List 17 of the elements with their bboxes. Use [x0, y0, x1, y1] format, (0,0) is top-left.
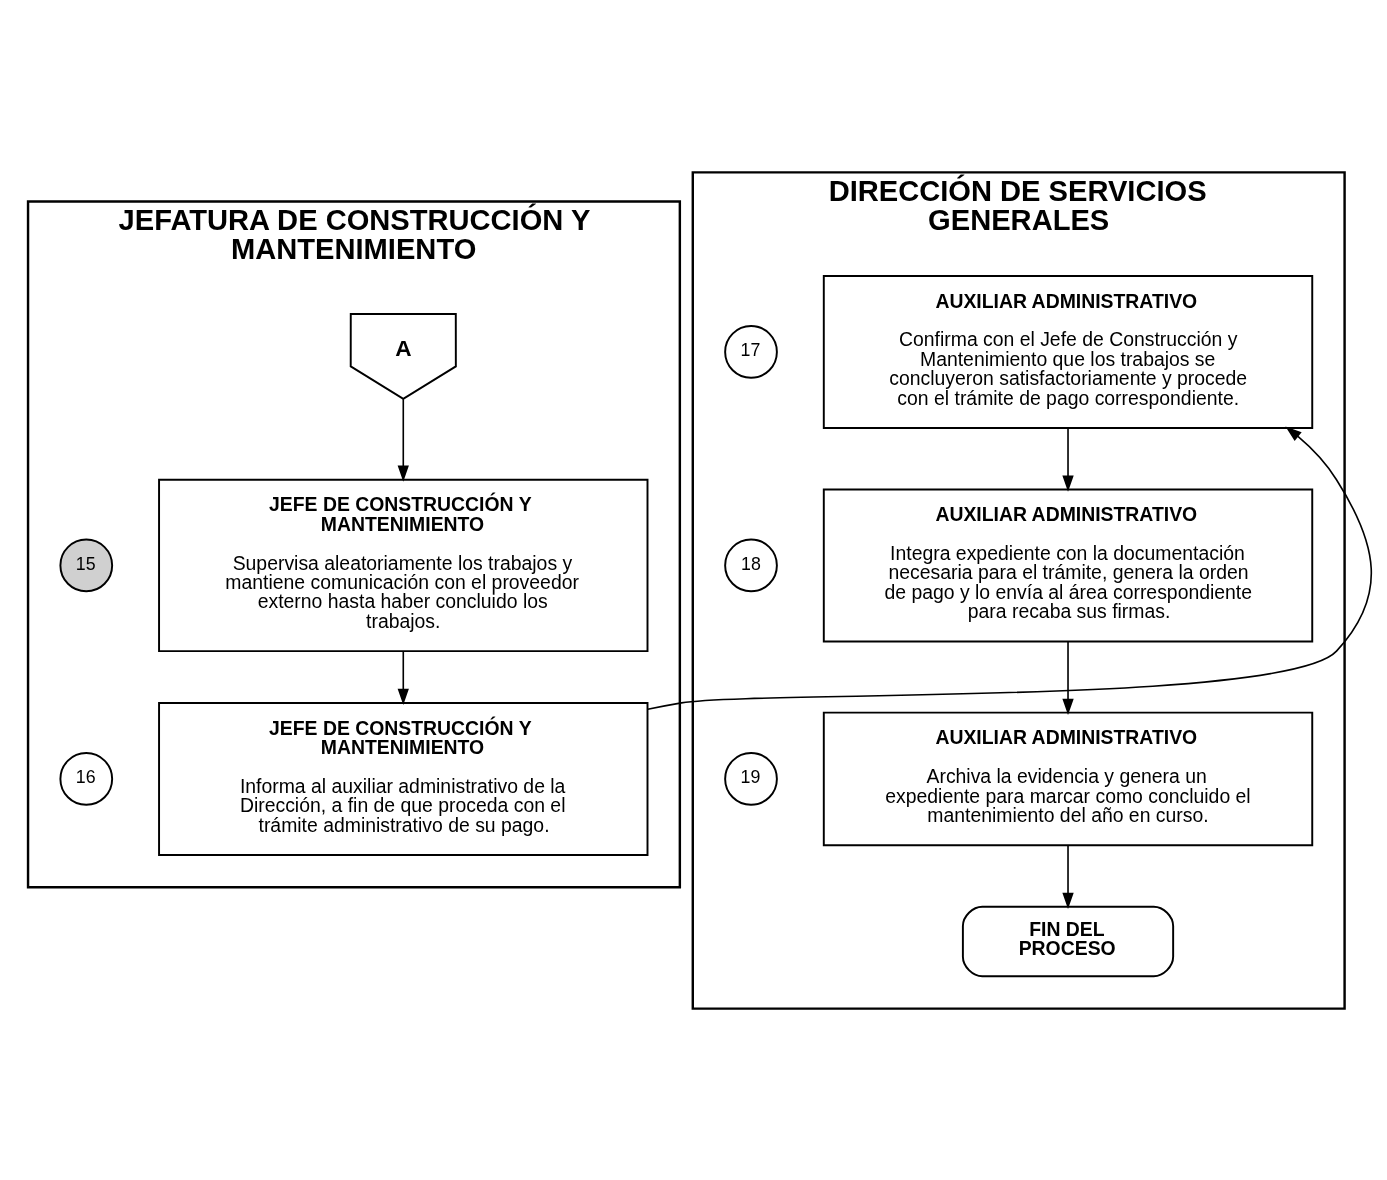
node-circle: 16	[59, 751, 114, 806]
arrow	[1062, 426, 1074, 492]
arrow	[1062, 640, 1074, 715]
arrow	[1062, 844, 1074, 909]
node-circle: 15	[59, 538, 114, 592]
arrow	[397, 397, 409, 482]
node-box: AUXILIAR ADMINISTRATIVO Integra expediente con la documentación necesaria para el trámite, genera la orden de pago y lo envía al área correspondiente para recaba sus firmas.	[822, 487, 1314, 642]
node-circle: 17	[724, 324, 778, 379]
arrow	[397, 650, 409, 705]
node-box: FIN DEL PROCESO	[961, 905, 1175, 977]
node-circle: 19	[724, 751, 778, 806]
node-box: AUXILIAR ADMINISTRATIVO Confirma con el Jefe de Construcción y Mantenimiento que los trabajos se concluyeron satisfactoriamente y procede con el trámite de pago correspondiente.	[822, 274, 1314, 429]
node-circle: 18	[724, 538, 778, 592]
arrow	[646, 426, 1372, 710]
node-box: JEFE DE CONSTRUCCIÓN Y MANTENIMIENTO Supervisa aleatoriamente los trabajos y mantiene comunicación con el proveedor externo hasta haber concluido los trabajos.	[158, 478, 649, 652]
node-box: JEFE DE CONSTRUCCIÓN Y MANTENIMIENTO Informa al auxiliar administrativo de la Dirección, a fin de que proceda con el trámite administrativo de su pago.	[158, 701, 649, 856]
node-box: AUXILIAR ADMINISTRATIVO Archiva la evidencia y genera un expediente para marcar como concluido el mantenimiento del año en curso.	[822, 711, 1314, 846]
